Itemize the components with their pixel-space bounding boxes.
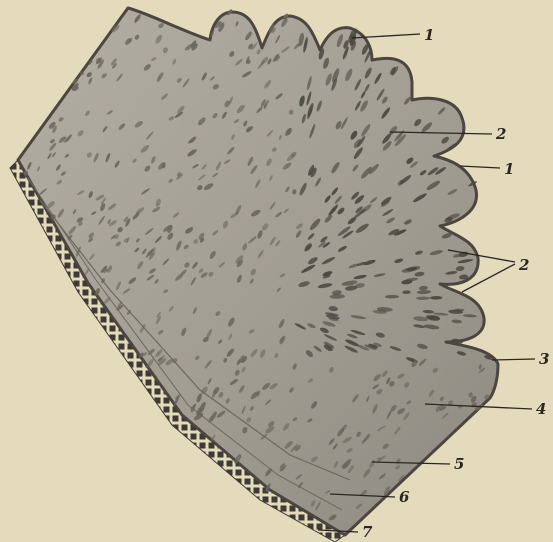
leader-3 bbox=[492, 359, 535, 360]
label-2-mid: 2 bbox=[518, 256, 529, 274]
label-3: 3 bbox=[539, 350, 549, 368]
label-1-mid: 1 bbox=[504, 160, 514, 178]
label-5: 5 bbox=[454, 455, 464, 473]
leader-1b bbox=[460, 166, 500, 168]
label-7: 7 bbox=[362, 523, 373, 541]
label-1-top: 1 bbox=[424, 26, 434, 44]
label-4: 4 bbox=[536, 400, 546, 418]
label-2-top: 2 bbox=[495, 125, 506, 143]
label-6: 6 bbox=[399, 488, 410, 506]
